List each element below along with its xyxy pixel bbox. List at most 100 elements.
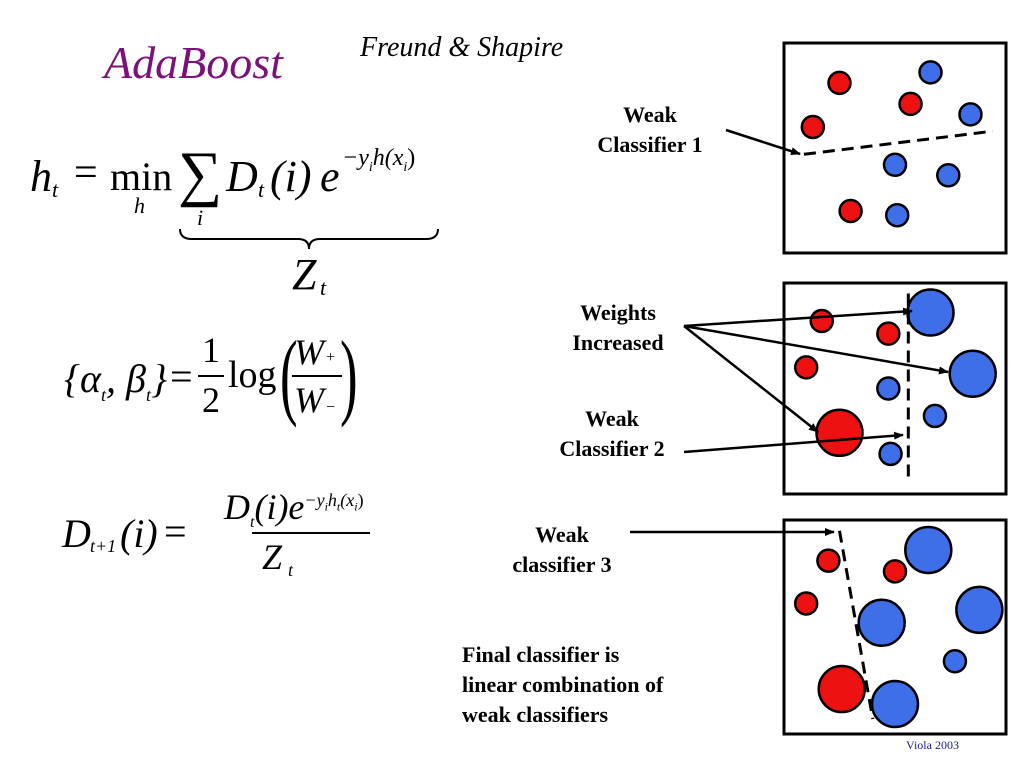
negative-sample-small <box>936 163 961 188</box>
positive-sample-small <box>898 91 923 117</box>
eq1-brace-label-sub: t <box>320 275 327 300</box>
label-weak-classifier-2: Weak Classifier 2 <box>542 404 682 464</box>
eq1-exponent-rest: h(x <box>372 145 404 171</box>
underbrace <box>179 228 439 250</box>
eq3-den: Z <box>262 537 283 577</box>
negative-sample-small <box>882 152 908 178</box>
eq2-brace-close: } <box>150 356 167 401</box>
decision-boundary <box>838 530 875 720</box>
negative-sample-small <box>884 202 910 228</box>
negative-sample-small <box>878 441 903 467</box>
eq1-arg: (i) <box>270 152 312 201</box>
label-line: classifier 3 <box>512 552 612 577</box>
positive-sample-small <box>809 308 834 334</box>
label-line: Final classifier is <box>462 642 620 667</box>
arrow-weight-1 <box>683 307 913 328</box>
negative-sample-large <box>948 349 997 398</box>
label-weights-increased: Weights Increased <box>548 298 688 358</box>
label-line: Increased <box>572 330 664 355</box>
equation-weak-learner: h t = min h ∑ i D t (i) e −yih(xi) Z t <box>30 140 450 305</box>
eq2-paren-open: ( <box>280 321 298 428</box>
eq3-exp-tail: (x <box>340 490 355 510</box>
negative-sample-small <box>922 403 948 429</box>
label-line: Weak <box>585 406 639 431</box>
eq2-fraction-bar <box>292 375 342 377</box>
arrow-weight-3 <box>683 325 819 433</box>
negative-sample-small <box>958 102 983 127</box>
label-line: Classifier 2 <box>559 436 665 461</box>
arrow-weak-classifier-1 <box>725 128 801 156</box>
eq1-min-sub: h <box>134 193 145 218</box>
eq2-half-den: 2 <box>202 380 220 420</box>
eq2-w-den-sub: − <box>326 399 336 416</box>
negative-sample-large <box>906 288 955 337</box>
eq2-equals: = <box>170 354 193 399</box>
label-final-classifier: Final classifier is linear combination o… <box>462 640 722 730</box>
eq3-exp-tail-sub: i <box>354 499 358 514</box>
eq3-exp-rest: h <box>327 490 337 510</box>
arrow-weak-classifier-2 <box>683 431 904 454</box>
eq3-num-arg: (i)e <box>254 487 305 527</box>
positive-sample-small <box>882 559 908 584</box>
eq2-w-num-sub: + <box>326 349 336 366</box>
eq1-sum-sub: i <box>197 205 204 230</box>
label-line: Classifier 1 <box>597 132 703 157</box>
eq3-num-sub: t <box>250 514 255 532</box>
positive-sample-small <box>793 591 819 616</box>
positive-sample-small <box>827 70 852 96</box>
eq2-w-den: W <box>294 380 324 420</box>
positive-sample-small <box>793 355 819 380</box>
negative-sample-large <box>857 598 906 647</box>
label-line: Weak <box>623 102 677 127</box>
eq2-half-bar <box>198 375 224 377</box>
eq1-term-sub: t <box>258 177 265 202</box>
positive-sample-small <box>838 198 863 224</box>
eq1-exponent: −yih(xi) <box>342 145 416 175</box>
eq2-log: log <box>228 354 277 396</box>
eq1-exponent-sub: i <box>368 159 373 175</box>
label-weak-classifier-3: Weak classifier 3 <box>492 520 632 580</box>
eq1-exp-base: e <box>320 152 340 201</box>
eq3-numerator: Dt(i)e−yiht(xi) <box>224 487 364 532</box>
negative-sample-small <box>942 648 968 674</box>
label-line: linear combination of <box>462 672 664 697</box>
label-line: weak classifiers <box>462 702 609 727</box>
positive-sample-small <box>876 321 901 346</box>
negative-sample-large <box>955 585 1004 635</box>
authors: Freund & Shapire <box>360 32 564 63</box>
panel-round-3 <box>782 518 1008 736</box>
eq3-exp: −y <box>304 490 325 510</box>
negative-sample-large <box>870 679 920 729</box>
eq1-min: min <box>110 154 173 199</box>
eq1-term: D <box>226 152 258 201</box>
eq1-lhs-sub: t <box>52 177 59 202</box>
eq2-lhs: {αt, βt} <box>64 355 167 406</box>
eq2-alpha-sub: t <box>101 385 107 405</box>
eq3-lhs-arg: (i) <box>120 511 158 556</box>
positive-sample-small <box>816 548 841 573</box>
eq1-brace-label: Z <box>292 250 317 299</box>
eq1-equals: = <box>74 150 98 196</box>
eq2-beta: , β <box>106 356 146 401</box>
citation-footer: Viola 2003 <box>906 738 959 752</box>
eq3-lhs-sub: t+1 <box>90 536 117 556</box>
label-line: Weak <box>535 522 589 547</box>
label-line: Weights <box>580 300 656 325</box>
eq3-equals: = <box>164 509 187 554</box>
eq2-w-num: W <box>294 332 324 372</box>
eq2-paren-close: ) <box>340 321 358 428</box>
eq2-alpha: {α <box>64 356 101 401</box>
eq2-half-num: 1 <box>202 330 220 370</box>
decision-boundary <box>803 129 993 156</box>
eq3-lhs: D <box>62 511 91 556</box>
slide-title: AdaBoost <box>104 37 283 88</box>
eq3-den-sub: t <box>288 560 294 580</box>
arrow-weight-2 <box>683 324 949 375</box>
eq2-beta-sub: t <box>145 385 151 405</box>
eq3-fraction-bar <box>252 532 370 534</box>
positive-sample-large <box>815 408 864 458</box>
eq1-exponent-y: −y <box>342 145 369 171</box>
positive-sample-small <box>800 114 826 140</box>
label-weak-classifier-1: Weak Classifier 1 <box>580 100 720 160</box>
